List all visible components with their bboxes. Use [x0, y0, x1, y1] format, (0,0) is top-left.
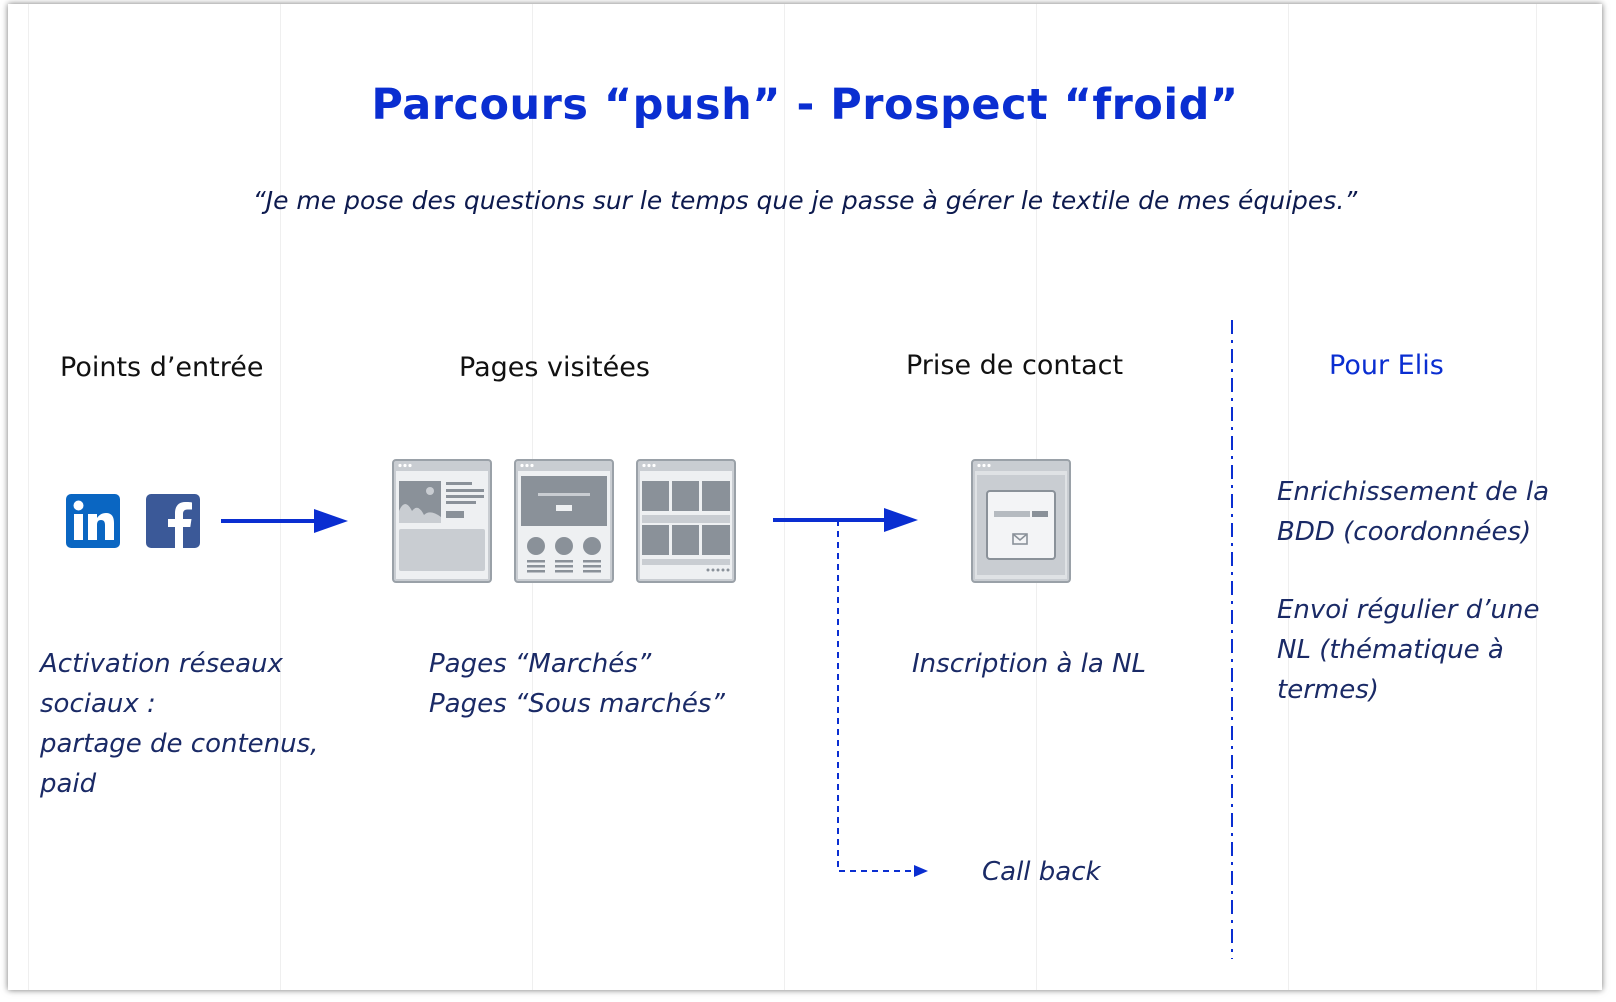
entry-desc-line: partage de contenus,	[40, 729, 319, 759]
visited-pages-title: Pages visitées	[459, 352, 650, 383]
arrow-entry-to-pages	[221, 509, 348, 533]
dashed-arrow-callback	[837, 520, 928, 877]
contact-title: Prise de contact	[906, 350, 1124, 381]
elis-benefit-enrichment: Enrichissement de la BDD (coordonnées)	[1277, 472, 1549, 552]
entry-desc-line: sociaux :	[40, 689, 156, 719]
flow-connectors	[221, 320, 1233, 959]
entry-desc-line: Activation réseaux	[40, 649, 283, 679]
pages-description: Pages “Marchés” Pages “Sous marchés”	[429, 644, 725, 724]
facebook-icon	[146, 494, 200, 552]
elis-benefit-newsletter: Envoi régulier d’une NL (thématique à te…	[1277, 590, 1539, 710]
guide-line	[28, 4, 29, 990]
callback-label: Call back	[982, 857, 1101, 887]
elis-desc-line: NL (thématique à	[1277, 635, 1504, 665]
page-wireframe-grid-icon	[636, 459, 736, 587]
elis-desc-line: Envoi régulier d’une	[1277, 595, 1540, 625]
elis-desc-line: Enrichissement de la	[1277, 477, 1550, 507]
persona-quote: “Je me pose des questions sur le temps q…	[252, 186, 1358, 215]
guide-line	[1536, 4, 1537, 990]
entry-desc-line: paid	[40, 769, 97, 799]
page-wireframe-landing-icon	[514, 459, 614, 587]
guide-line	[1288, 4, 1289, 990]
page-wireframe-article-icon	[392, 459, 492, 587]
entry-points-title: Points d’entrée	[60, 352, 264, 383]
pages-desc-line: Pages “Marchés”	[429, 649, 652, 679]
pages-desc-line: Pages “Sous marchés”	[429, 689, 725, 719]
newsletter-wireframe-icon	[971, 459, 1071, 587]
linkedin-icon	[66, 494, 120, 552]
guide-line	[280, 4, 281, 990]
contact-description: Inscription à la NL	[912, 644, 1146, 684]
elis-desc-line: BDD (coordonnées)	[1277, 517, 1532, 547]
slide: Parcours “push” - Prospect “froid” “Je m…	[8, 4, 1602, 990]
elis-desc-line: termes)	[1277, 675, 1379, 705]
arrow-pages-to-contact	[773, 508, 918, 532]
for-elis-title: Pour Elis	[1329, 350, 1444, 381]
contact-desc-line: Inscription à la NL	[912, 649, 1147, 679]
entry-description: Activation réseaux sociaux : partage de …	[40, 644, 318, 804]
guide-line	[784, 4, 785, 990]
page-title: Parcours “push” - Prospect “froid”	[371, 80, 1239, 130]
